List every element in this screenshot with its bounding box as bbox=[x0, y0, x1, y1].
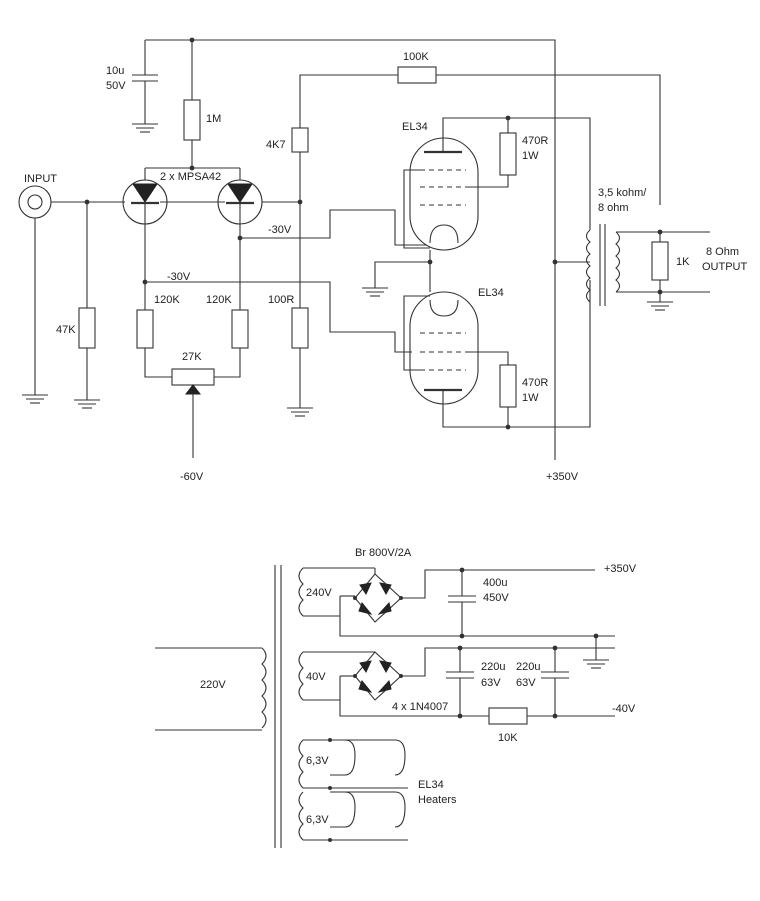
transistor-right bbox=[160, 168, 427, 310]
label-bias-mid: -30V bbox=[167, 271, 191, 283]
label-r-1k: 1K bbox=[676, 256, 690, 268]
label-c-220u-a-voltage: 63V bbox=[481, 677, 501, 689]
label-tube-bottom: EL34 bbox=[478, 287, 504, 299]
label-sec-240: 240V bbox=[306, 587, 332, 599]
label-input: INPUT bbox=[24, 173, 57, 185]
label-c-input-voltage: 50V bbox=[106, 80, 126, 92]
label-r-100k: 100K bbox=[403, 51, 429, 63]
resistor-100k bbox=[397, 66, 661, 205]
label-sec-40: 40V bbox=[306, 671, 326, 683]
label-r-470-bot-power: 1W bbox=[522, 392, 539, 404]
tube-el34-top bbox=[403, 115, 591, 265]
label-heater-1: 6,3V bbox=[306, 755, 329, 767]
label-neg40: -40V bbox=[612, 703, 636, 715]
label-transformer-ratio-1: 3,5 kohm/ bbox=[598, 187, 647, 199]
cathode-ground bbox=[362, 261, 431, 297]
label-r-1m: 1M bbox=[206, 113, 221, 125]
secondary-240v bbox=[298, 567, 615, 637]
label-r-470-top-value: 470R bbox=[522, 135, 548, 147]
label-c-220u-b-voltage: 63V bbox=[516, 677, 536, 689]
secondary-40v bbox=[298, 651, 489, 717]
label-r-100r: 100R bbox=[268, 294, 294, 306]
label-neg60: -60V bbox=[180, 471, 204, 483]
label-r-470-top-power: 1W bbox=[522, 150, 539, 162]
psu-transformer-core bbox=[274, 565, 282, 848]
label-transformer-ratio-2: 8 ohm bbox=[598, 202, 629, 214]
label-c-220u-b-value: 220u bbox=[516, 661, 540, 673]
power-supply-circuit: Br 800V/2A +350V 240V 400u 450V 220V 40V… bbox=[155, 547, 637, 848]
supply-rail bbox=[132, 37, 556, 460]
bias-network bbox=[136, 279, 412, 458]
resistor-47k bbox=[74, 202, 100, 409]
label-c-400u-value: 400u bbox=[483, 577, 507, 589]
label-c-input-value: 10u bbox=[106, 65, 124, 77]
label-r-47k: 47K bbox=[56, 324, 76, 336]
input-jack bbox=[18, 185, 125, 404]
label-psu-plus350: +350V bbox=[604, 563, 637, 575]
label-heaters-1: EL34 bbox=[418, 779, 444, 791]
label-plus350: +350V bbox=[546, 471, 579, 483]
label-bias-top: -30V bbox=[268, 224, 292, 236]
label-primary: 220V bbox=[200, 679, 226, 691]
label-output-2: OUTPUT bbox=[702, 261, 748, 273]
bridge-rectifier-2 bbox=[353, 645, 615, 725]
psu-ground bbox=[583, 633, 609, 669]
tube-el34-bottom bbox=[403, 280, 591, 430]
resistor-1m bbox=[145, 40, 240, 171]
label-bridge: Br 800V/2A bbox=[355, 547, 412, 559]
label-r-10k: 10K bbox=[498, 732, 518, 744]
heater-windings bbox=[298, 738, 408, 842]
resistor-4k7 bbox=[291, 74, 398, 205]
label-c-400u-voltage: 450V bbox=[483, 592, 509, 604]
label-output-1: 8 Ohm bbox=[706, 246, 739, 258]
mains-primary bbox=[155, 647, 267, 731]
transistor-left bbox=[122, 168, 168, 310]
amplifier-circuit: INPUT 10u 50V 1M 2 x MPSA42 4K7 100K EL3… bbox=[18, 37, 748, 483]
bridge-rectifier-1 bbox=[353, 567, 595, 639]
label-r-120k-left: 120K bbox=[154, 294, 180, 306]
label-heaters-2: Heaters bbox=[418, 794, 457, 806]
label-c-220u-a-value: 220u bbox=[481, 661, 505, 673]
label-pot-27k: 27K bbox=[182, 351, 202, 363]
label-transistors: 2 x MPSA42 bbox=[160, 171, 221, 183]
resistor-100r bbox=[287, 202, 313, 417]
output-transformer bbox=[552, 224, 710, 311]
label-r-120k-right: 120K bbox=[206, 294, 232, 306]
label-diodes: 4 x 1N4007 bbox=[392, 701, 448, 713]
label-heater-2: 6,3V bbox=[306, 814, 329, 826]
label-r-4k7: 4K7 bbox=[266, 139, 286, 151]
label-r-470-bot-value: 470R bbox=[522, 377, 548, 389]
label-tube-top: EL34 bbox=[402, 121, 428, 133]
